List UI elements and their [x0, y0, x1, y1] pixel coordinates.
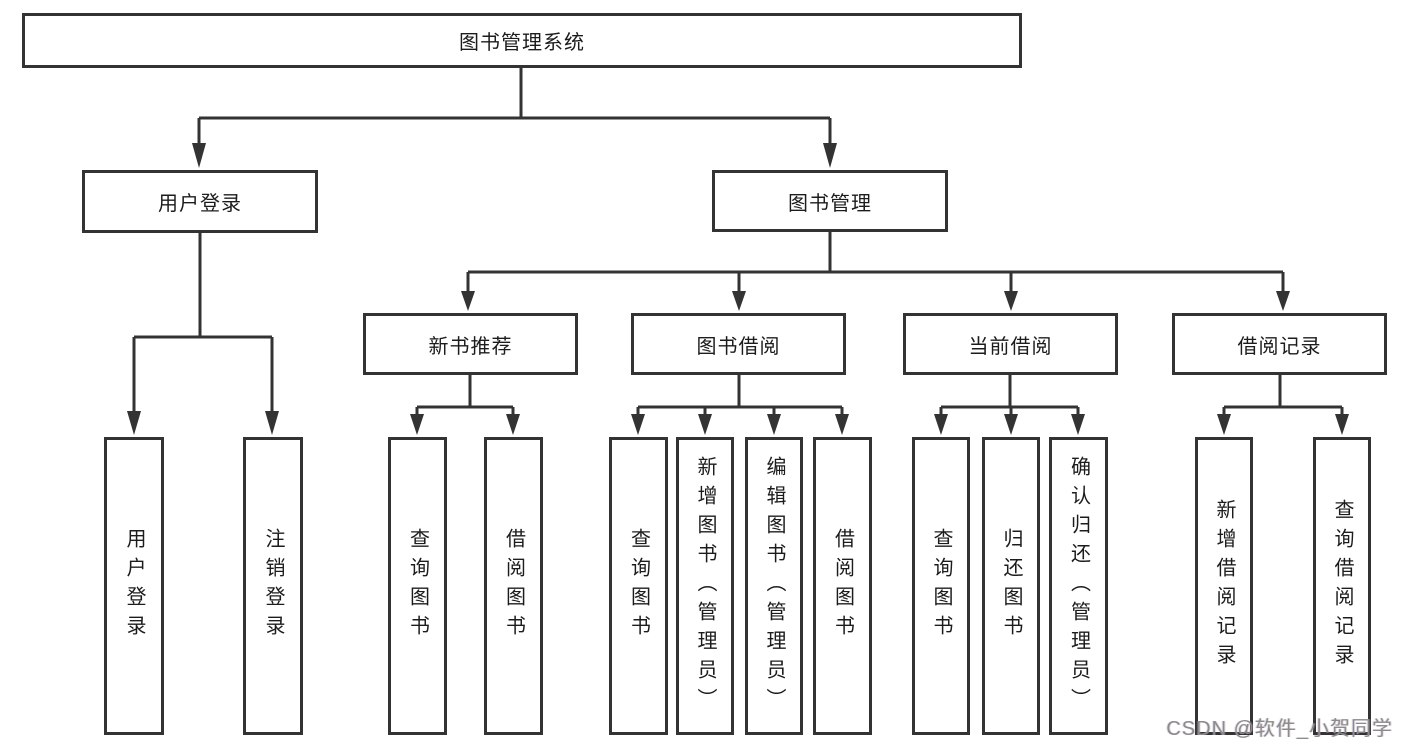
- node-label: 新书推荐: [428, 335, 513, 358]
- node-label: 借阅图书: [831, 528, 854, 644]
- leaf-logout: 注销登录: [243, 437, 303, 735]
- node-label: 借阅图书: [502, 528, 525, 644]
- node-current-borrowing: 当前借阅: [903, 313, 1118, 375]
- node-new-book-recommend: 新书推荐: [363, 313, 578, 375]
- node-label: 查询借阅记录: [1331, 499, 1353, 673]
- node-label: 借阅记录: [1237, 335, 1322, 358]
- node-label: 用户登录: [158, 193, 242, 215]
- node-book-borrowing: 图书借阅: [631, 313, 846, 375]
- node-book-management: 图书管理: [712, 170, 948, 232]
- leaf-borrow-books-recommend: 借阅图书: [484, 437, 543, 735]
- node-user-login: 用户登录: [82, 170, 318, 233]
- node-label: 当前借阅: [968, 335, 1053, 358]
- leaf-borrow-books: 借阅图书: [813, 437, 872, 735]
- node-label: 图书管理: [788, 192, 872, 215]
- leaf-user-login: 用户登录: [104, 437, 164, 735]
- node-label: 图书管理系统: [459, 32, 585, 54]
- leaf-add-books-admin: 新增图书（管理员）: [676, 437, 734, 735]
- node-label: 注销登录: [262, 528, 284, 644]
- node-label: 归还图书: [1000, 528, 1022, 644]
- leaf-confirm-return-admin: 确认归还（管理员）: [1049, 437, 1108, 735]
- leaf-query-books-borrowing: 查询图书: [609, 437, 668, 735]
- node-label: 编辑图书（管理员）: [763, 455, 785, 717]
- node-label: 新增图书（管理员）: [694, 455, 716, 717]
- node-label: 查询图书: [627, 528, 650, 644]
- node-borrow-records: 借阅记录: [1172, 313, 1387, 375]
- node-label: 新增借阅记录: [1213, 499, 1235, 673]
- csdn-watermark: CSDN @软件_小贺同学: [1166, 718, 1393, 740]
- node-label: 确认归还（管理员）: [1067, 455, 1090, 717]
- node-label: 查询图书: [930, 528, 952, 644]
- leaf-return-books: 归还图书: [982, 437, 1040, 735]
- leaf-query-borrow-record: 查询借阅记录: [1313, 437, 1371, 735]
- leaf-query-books-current: 查询图书: [912, 437, 970, 735]
- node-label: 用户登录: [123, 528, 145, 644]
- leaf-add-borrow-record: 新增借阅记录: [1195, 437, 1253, 735]
- node-root-library-management-system: 图书管理系统: [22, 13, 1022, 68]
- node-label: 查询图书: [406, 528, 429, 644]
- node-label: 图书借阅: [696, 335, 781, 358]
- leaf-edit-books-admin: 编辑图书（管理员）: [745, 437, 803, 735]
- leaf-query-books-recommend: 查询图书: [388, 437, 447, 735]
